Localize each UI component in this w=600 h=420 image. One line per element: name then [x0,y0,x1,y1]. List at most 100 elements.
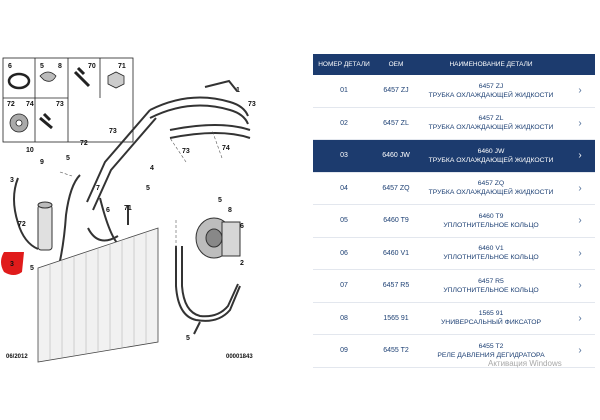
callout: 71 [118,63,126,70]
callout: 73 [56,101,64,108]
callout: 5 [66,155,70,162]
condenser [37,227,159,363]
header-part-name: НАИМЕНОВАНИЕ ДЕТАЛИ [449,61,533,68]
callout: 3 [10,177,14,184]
row-oem: 1565 91 [383,314,409,322]
chevron-right-icon[interactable]: › [578,280,582,292]
callout: 5 [40,63,44,70]
callout: 7 [96,185,100,192]
row-number: 04 [340,184,348,192]
row-number: 02 [340,119,348,127]
row-part-code: 6455 T2 [478,342,504,350]
header-part-number: НОМЕР ДЕТАЛИ [318,61,370,68]
parts-table: НОМЕР ДЕТАЛИ OEM НАИМЕНОВАНИЕ ДЕТАЛИ 01 6… [313,54,595,368]
hose-lower [175,246,241,335]
row-oem: 6460 V1 [382,249,410,257]
row-part-desc: УНИВЕРСАЛЬНЫЙ ФИКСАТОР [440,319,542,327]
callout: 72 [7,101,15,108]
row-oem: 6455 T2 [383,347,409,355]
windows-activation-watermark: Активация Windows [488,359,562,368]
row-number: 08 [340,314,348,322]
row-oem: 6457 ZL [383,119,409,127]
row-part-desc: УПЛОТНИТЕЛЬНОЕ КОЛЬЦО [443,221,539,229]
callout: 72 [80,140,88,147]
chevron-right-icon[interactable]: › [578,215,582,227]
row-oem: 6457 ZQ [382,184,410,192]
callout: 73 [248,101,256,108]
chevron-right-icon[interactable]: › [578,85,582,97]
row-part-code: 6457 ZL [478,115,504,123]
exploded-view-drawing: 6 5 8 70 71 72 7 4 73 [1,57,256,363]
callout: 6 [106,207,110,214]
selected-callout-label: 3 [10,261,14,268]
chevron-right-icon[interactable]: › [578,182,582,194]
callout: 73 [109,128,117,135]
row-part-desc: ТРУБКА ОХЛАЖДАЮЩЕЙ ЖИДКОСТИ [428,124,554,132]
row-part-code: 6457 R5 [478,277,504,285]
callout: 70 [88,63,96,70]
chevron-right-icon[interactable]: › [578,312,582,324]
callout: 6 [8,63,12,70]
row-part-code: 6460 V1 [478,245,504,253]
inset-labels: 6 5 8 70 71 72 74 73 [7,63,126,108]
diagram-code: 00001843 [226,354,253,360]
row-part-desc: ТРУБКА ОХЛАЖДАЮЩЕЙ ЖИДКОСТИ [428,189,554,197]
callout: 4 [150,165,154,172]
row-part-desc: РЕЛЕ ДАВЛЕНИЯ ДЕГИДРАТОРА [437,351,545,359]
row-part-code: 1565 91 [478,310,504,318]
callout: 1 [236,87,240,94]
callout: 10 [26,147,34,154]
row-oem: 6457 ZJ [383,87,409,95]
chevron-right-icon[interactable]: › [578,345,582,357]
row-part-desc: ТРУБКА ОХЛАЖДАЮЩЕЙ ЖИДКОСТИ [428,156,554,164]
callout: 71 [124,205,132,212]
dehydrator-bottle [37,201,53,251]
chevron-right-icon[interactable]: › [578,247,582,259]
compressor [195,217,241,259]
chevron-right-icon[interactable]: › [578,150,582,162]
row-number: 07 [340,282,348,290]
row-part-desc: ТРУБКА ОХЛАЖДАЮЩЕЙ ЖИДКОСТИ [428,91,554,99]
row-part-code: 6457 ZQ [477,180,505,188]
body-callouts: 1 73 72 73 10 9 5 72 74 4 7 71 6 73 5 3 … [10,87,256,342]
callout: 73 [182,148,190,155]
callout: 9 [40,159,44,166]
callout: 2 [240,260,244,267]
row-part-desc: УПЛОТНИТЕЛЬНОЕ КОЛЬЦО [443,254,539,262]
row-oem: 6457 R5 [382,282,410,290]
callout: 5 [146,185,150,192]
row-oem: 6460 T9 [383,217,409,225]
selected-callout-marker[interactable]: 3 [1,252,24,275]
callout: 5 [186,335,190,342]
row-part-code: 6460 JW [477,147,505,155]
pipe-assembly-upper [86,79,251,211]
parts-diagram: 6 5 8 70 71 72 7 4 73 [0,50,300,370]
row-part-desc: УПЛОТНИТЕЛЬНОЕ КОЛЬЦО [443,286,539,294]
row-number: 09 [340,347,348,355]
header-oem: OEM [388,61,404,68]
callout: 8 [58,63,62,70]
chevron-right-icon[interactable]: › [578,117,582,129]
callout: 72 [18,221,26,228]
row-number: 01 [340,87,348,95]
table-header: НОМЕР ДЕТАЛИ OEM НАИМЕНОВАНИЕ ДЕТАЛИ [313,54,595,75]
small-parts-inset [2,57,134,143]
callout: 6 [240,223,244,230]
